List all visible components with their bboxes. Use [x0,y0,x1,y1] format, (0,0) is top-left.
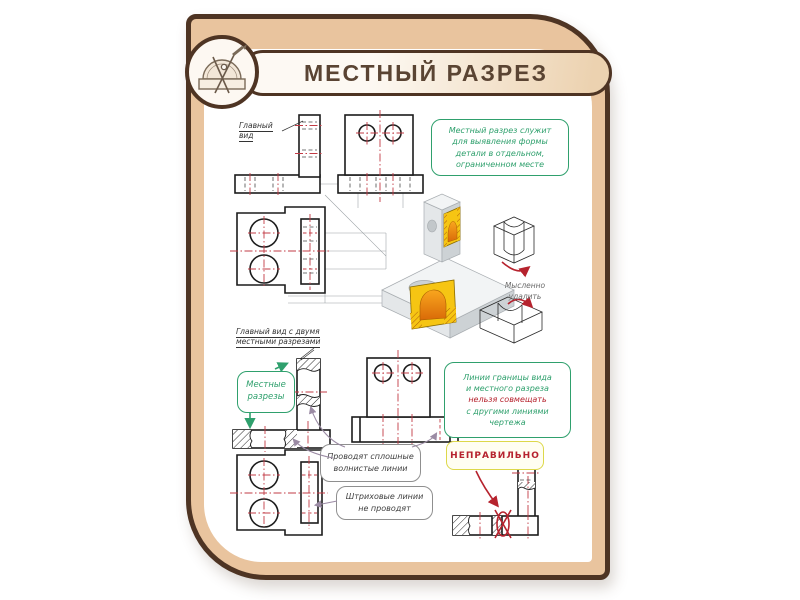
note-line: разрезы [247,392,285,402]
wavy-lines-note: Проводят сплошные волнистые линии [320,444,421,482]
note-line-red: нельзя совмещать [468,395,547,405]
remove-arrow-top [501,261,531,278]
note-line: и местного разреза [466,384,549,394]
remove-arrow-bottom [507,296,534,309]
mentally-remove-label: Мысленно удалить [504,281,546,301]
local-section-arrow-1 [274,362,289,373]
definition-note: Местный разрез служит для выявления форм… [431,119,569,176]
note-line: Местный разрез служит [448,126,552,136]
note-line: Проводят сплошные [327,452,414,462]
note-line: Линии границы вида [463,373,552,383]
note-line: Штриховые линии [345,492,424,502]
boundary-rule-view-drawing [351,350,459,444]
note-line: не проводят [358,504,411,513]
incorrect-example-drawing [452,457,541,539]
local-sections-box: Местные разрезы [237,371,295,413]
note-line: с другими линиями [466,406,549,416]
two-local-sections-drawing [232,347,331,452]
note-line: детали в отдельном, [455,148,545,158]
main-view-two-sections-label: Главный вид с двумя местными разрезами [236,327,321,349]
note-line: волнистые линии [333,464,408,473]
note-line: чертежа [489,417,526,427]
note-line: Местные [246,380,286,391]
orthographic-views-drawing [230,110,424,304]
compass-protractor-icon [198,44,247,94]
removed-chunk-1-wireframe [493,216,535,264]
note-line: ограниченном месте [455,159,545,169]
wrong-badge: НЕПРАВИЛЬНО [446,441,544,470]
main-view-label: Главный вид [239,121,273,143]
header-banner: МЕСТНЫЙ РАЗРЕЗ [240,50,612,96]
dashed-lines-note: Штриховые линии не проводят [336,486,433,520]
top-view-correct-drawing [230,449,328,536]
page-title: МЕСТНЫЙ РАЗРЕЗ [303,59,549,86]
note-line: для выявления формы [452,137,548,147]
isometric-part-drawing [381,193,543,344]
error-cross-mark [494,509,512,539]
logo-badge [185,35,259,109]
boundary-rule-note: Линии границы вида и местного разреза не… [444,362,571,438]
